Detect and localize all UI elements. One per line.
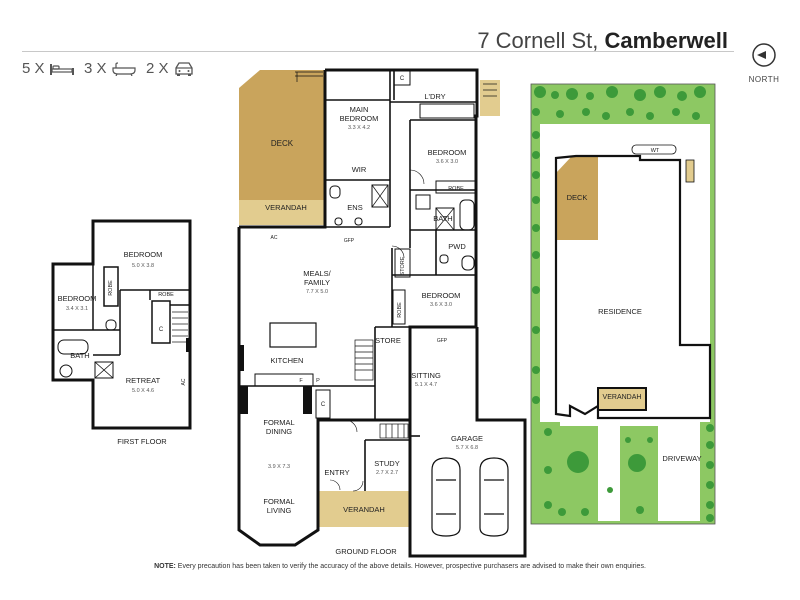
- ff-cupboard-label: C: [159, 327, 164, 333]
- bath-icon: [111, 61, 136, 76]
- site-verandah-label: VERANDAH: [603, 394, 642, 401]
- gf-wir-label: WIR: [352, 165, 367, 174]
- gf-deck-label: DECK: [271, 139, 294, 148]
- gf-kitchen-label: KITCHEN: [271, 356, 304, 365]
- gf-entry-label: ENTRY: [324, 468, 349, 477]
- gf-study-label: STUDY: [374, 459, 399, 468]
- gf-pwd-label: PWD: [448, 242, 466, 251]
- carspace-count-text: 2 X: [146, 60, 169, 77]
- gf-garage-dim: 5.7 X 6.8: [456, 445, 478, 451]
- first-floor-title: FIRST FLOOR: [117, 437, 167, 446]
- carspace-count: 2 X: [146, 60, 195, 77]
- gf-p-label: P: [316, 378, 320, 384]
- gf-ens-label: ENS: [347, 203, 362, 212]
- gf-bedroom-a-dim: 3.6 X 3.0: [436, 159, 458, 165]
- gf-meals-label1: MEALS/: [303, 269, 331, 278]
- north-indicator: NORTH: [744, 42, 784, 84]
- site-water-tank: [631, 144, 677, 155]
- ff-robe-b-label: ROBE: [158, 292, 174, 298]
- gf-verandah-front: [318, 491, 410, 527]
- ff-bedroom1-dim: 5.0 X 3.8: [132, 263, 154, 269]
- gf-gfp1-label: GFP: [344, 238, 355, 244]
- gf-garage-label: GARAGE: [451, 434, 483, 443]
- gf-formal-dining-label1: FORMAL: [263, 418, 294, 427]
- gf-f-label: F: [299, 378, 303, 384]
- gf-bedroom-b-dim: 3.6 X 3.0: [430, 302, 452, 308]
- gf-ldry-label: L'DRY: [424, 92, 445, 101]
- site-residence-outline: [554, 154, 712, 420]
- ff-bath-label: BATH: [70, 351, 89, 360]
- gf-verandah-front-label: VERANDAH: [343, 505, 385, 514]
- gf-store-v-label: STORE: [400, 256, 406, 275]
- north-label: NORTH: [748, 75, 780, 84]
- gf-bath-label: BATH: [433, 214, 452, 223]
- gf-bedroom-b-label: BEDROOM: [422, 291, 461, 300]
- gf-small-deck: [480, 80, 500, 116]
- gf-formal-dining-dim: 3.9 X 7.3: [268, 464, 290, 470]
- gf-study-dim: 2.7 X 2.7: [376, 470, 398, 476]
- site-driveway-label: DRIVEWAY: [662, 454, 701, 463]
- bedroom-count-text: 5 X: [22, 60, 45, 77]
- gf-main-bedroom-dim: 3.3 X 4.2: [348, 125, 370, 131]
- gf-robe-v-label: ROBE: [397, 302, 403, 318]
- gf-robe-label: ROBE: [448, 186, 464, 192]
- ff-bedroom2-dim: 3.4 X 3.1: [66, 306, 88, 312]
- ff-retreat-dim: 5.0 X 4.6: [132, 388, 154, 394]
- car-icon: [174, 61, 193, 76]
- note-text: Every precaution has been taken to verif…: [175, 563, 646, 570]
- address-street: 7 Cornell St,: [477, 28, 599, 53]
- site-deck-label: DECK: [567, 193, 588, 202]
- ff-robe-a-label: ROBE: [108, 280, 114, 296]
- site-verandah: [597, 387, 647, 411]
- ground-floor-plan: DECK VERANDAH AC GFP MAIN BEDROOM 3.3 X …: [237, 68, 527, 558]
- gf-c1-label: C: [400, 76, 405, 82]
- gf-verandah-rear-label: VERANDAH: [265, 203, 307, 212]
- gf-bedroom-a-label: BEDROOM: [428, 148, 467, 157]
- gf-c2-label: C: [321, 402, 326, 408]
- gf-meals-label2: FAMILY: [304, 278, 330, 287]
- gf-formal-living-label1: FORMAL: [263, 497, 294, 506]
- compass-icon: [752, 43, 776, 67]
- bed-icon: [49, 63, 74, 75]
- ff-retreat-label: RETREAT: [126, 376, 161, 385]
- site-deck: [556, 156, 598, 240]
- gf-deck: [239, 70, 325, 218]
- disclaimer-note: NOTE: Every precaution has been taken to…: [0, 563, 800, 570]
- note-label: NOTE:: [154, 563, 176, 570]
- site-trees: [532, 86, 714, 522]
- gf-sitting-dim: 5.1 X 4.7: [415, 382, 437, 388]
- bathroom-count: 3 X: [84, 60, 137, 77]
- gf-gfp2-label: GFP: [437, 338, 448, 344]
- gf-main-bedroom-label1: MAIN: [350, 105, 369, 114]
- property-address: 7 Cornell St, Camberwell: [477, 28, 728, 54]
- first-floor-plan: BEDROOM 5.0 X 3.8 BEDROOM 3.4 X 3.1 ROBE…: [51, 219, 192, 446]
- site-residence-label: RESIDENCE: [598, 307, 642, 316]
- gf-ac-label: AC: [271, 235, 278, 241]
- header-divider: [22, 51, 734, 52]
- ground-floor-title: GROUND FLOOR: [335, 547, 397, 556]
- site-plan: WT DECK RESIDENCE VERANDAH DRIVEWAY: [530, 83, 716, 525]
- bedroom-count: 5 X: [22, 60, 75, 77]
- ff-ac-label: AC: [181, 378, 187, 385]
- address-suburb: Camberwell: [604, 28, 729, 53]
- site-wt-label: WT: [651, 148, 660, 154]
- gf-formal-living-label2: LIVING: [267, 506, 292, 515]
- gf-verandah-rear: [239, 200, 325, 225]
- ff-bedroom2-label: BEDROOM: [58, 294, 97, 303]
- gf-formal-dining-label2: DINING: [266, 427, 292, 436]
- gf-store-label: STORE: [375, 336, 401, 345]
- bathroom-count-text: 3 X: [84, 60, 107, 77]
- gf-main-bedroom-label2: BEDROOM: [340, 114, 379, 123]
- gf-sitting-label: SITTING: [411, 371, 441, 380]
- gf-meals-dim: 7.7 X 5.0: [306, 289, 328, 295]
- ff-bedroom1-label: BEDROOM: [124, 250, 163, 259]
